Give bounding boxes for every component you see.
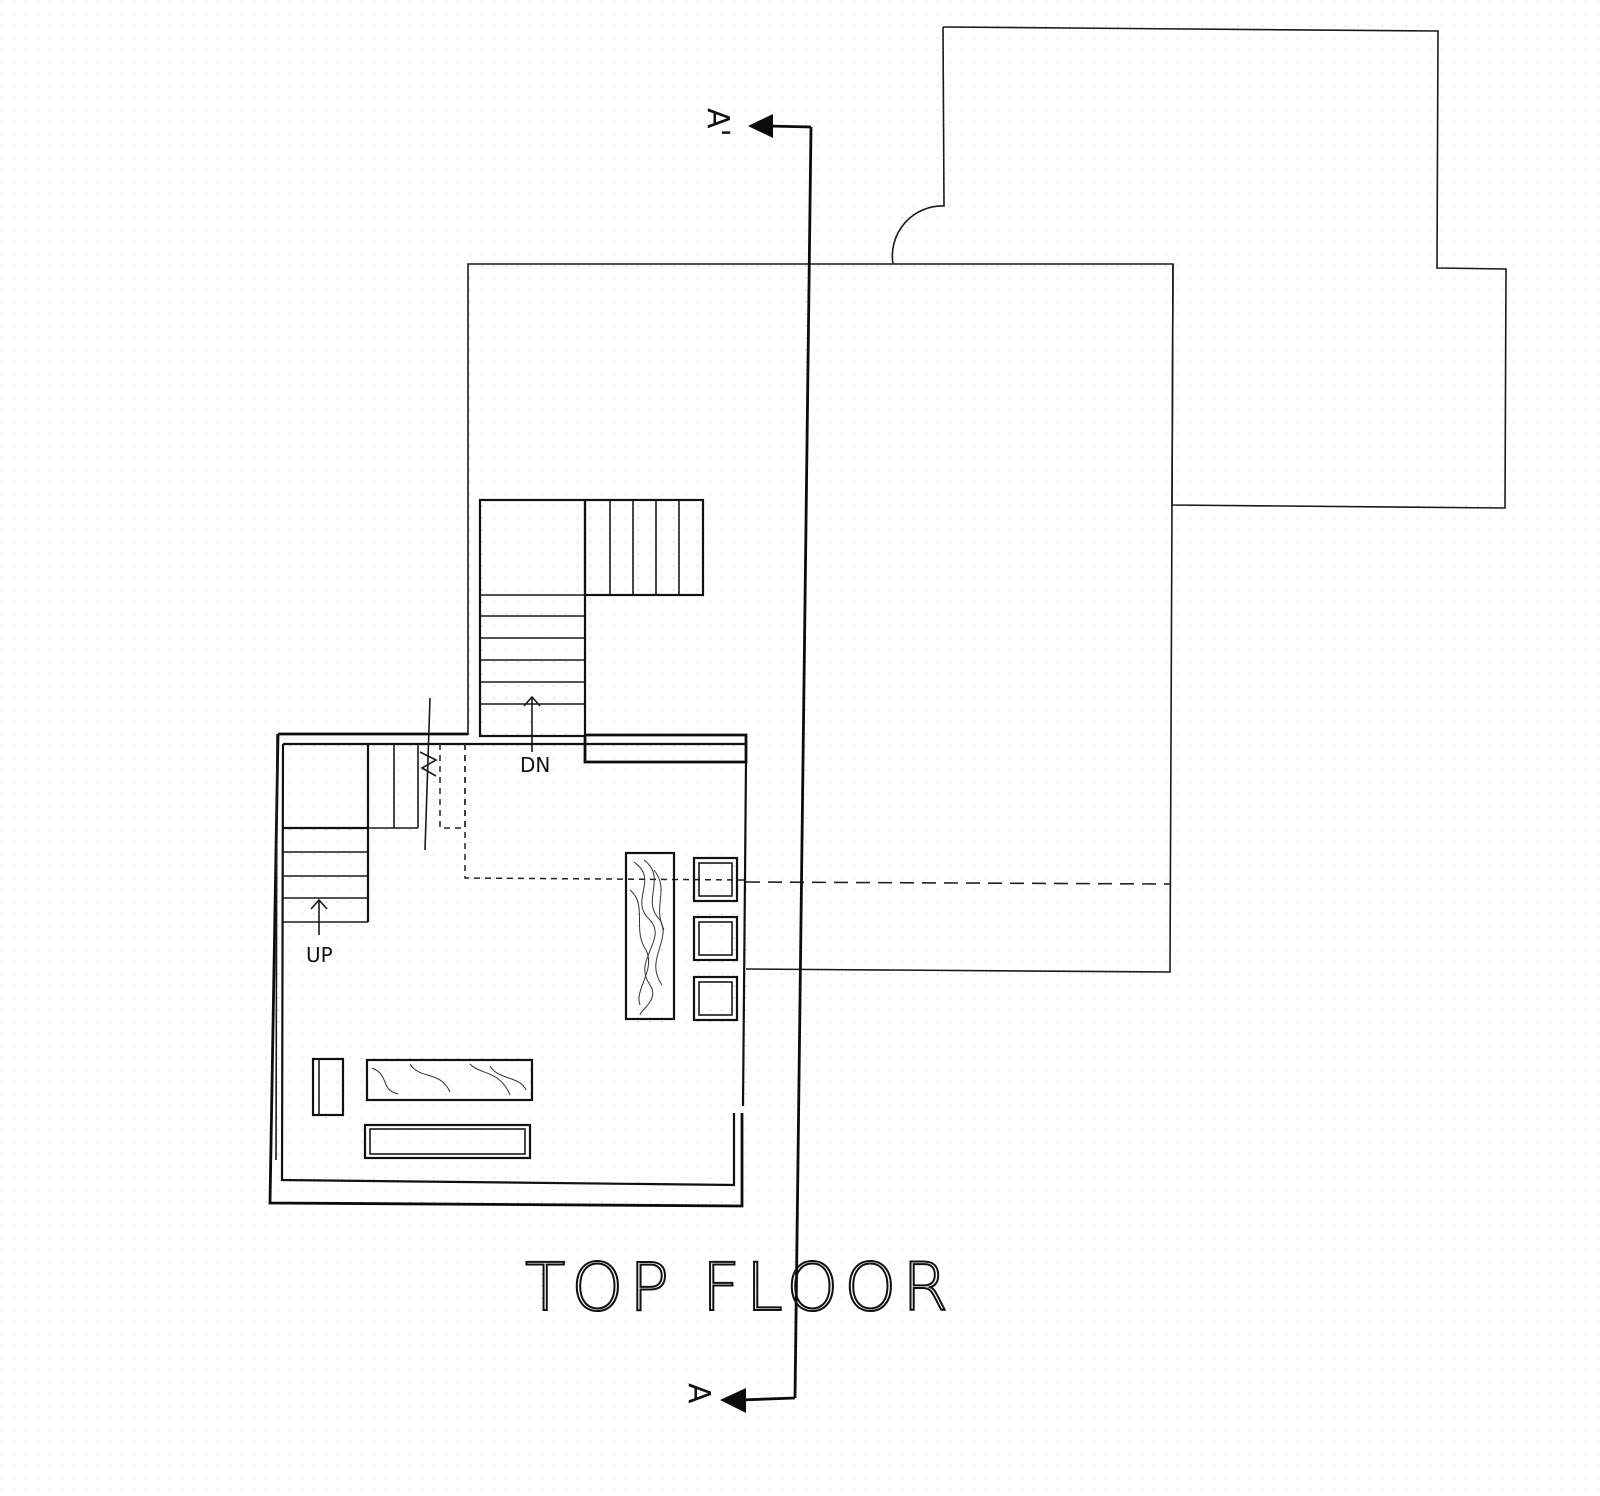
lower-staircase [283, 697, 747, 935]
kitchen-island [624, 851, 676, 1021]
stair-up-label: UP [306, 943, 333, 967]
main-large-room [467, 263, 1174, 973]
section-arrow-bottom-icon [720, 1388, 746, 1413]
bar-stools [692, 856, 739, 1022]
section-cut-line [720, 114, 813, 1413]
section-label-bottom: A [681, 1383, 716, 1404]
section-label-top: A' [700, 108, 735, 137]
lower-left-room [268, 732, 748, 1208]
living-furniture [311, 1057, 534, 1160]
drawing-title: TOP FLOOR [525, 1249, 954, 1326]
upper-staircase [478, 498, 705, 752]
roof-overhang-line [745, 881, 1171, 885]
stair-down-label: DN [520, 753, 550, 777]
section-arrow-top-icon [748, 114, 773, 138]
